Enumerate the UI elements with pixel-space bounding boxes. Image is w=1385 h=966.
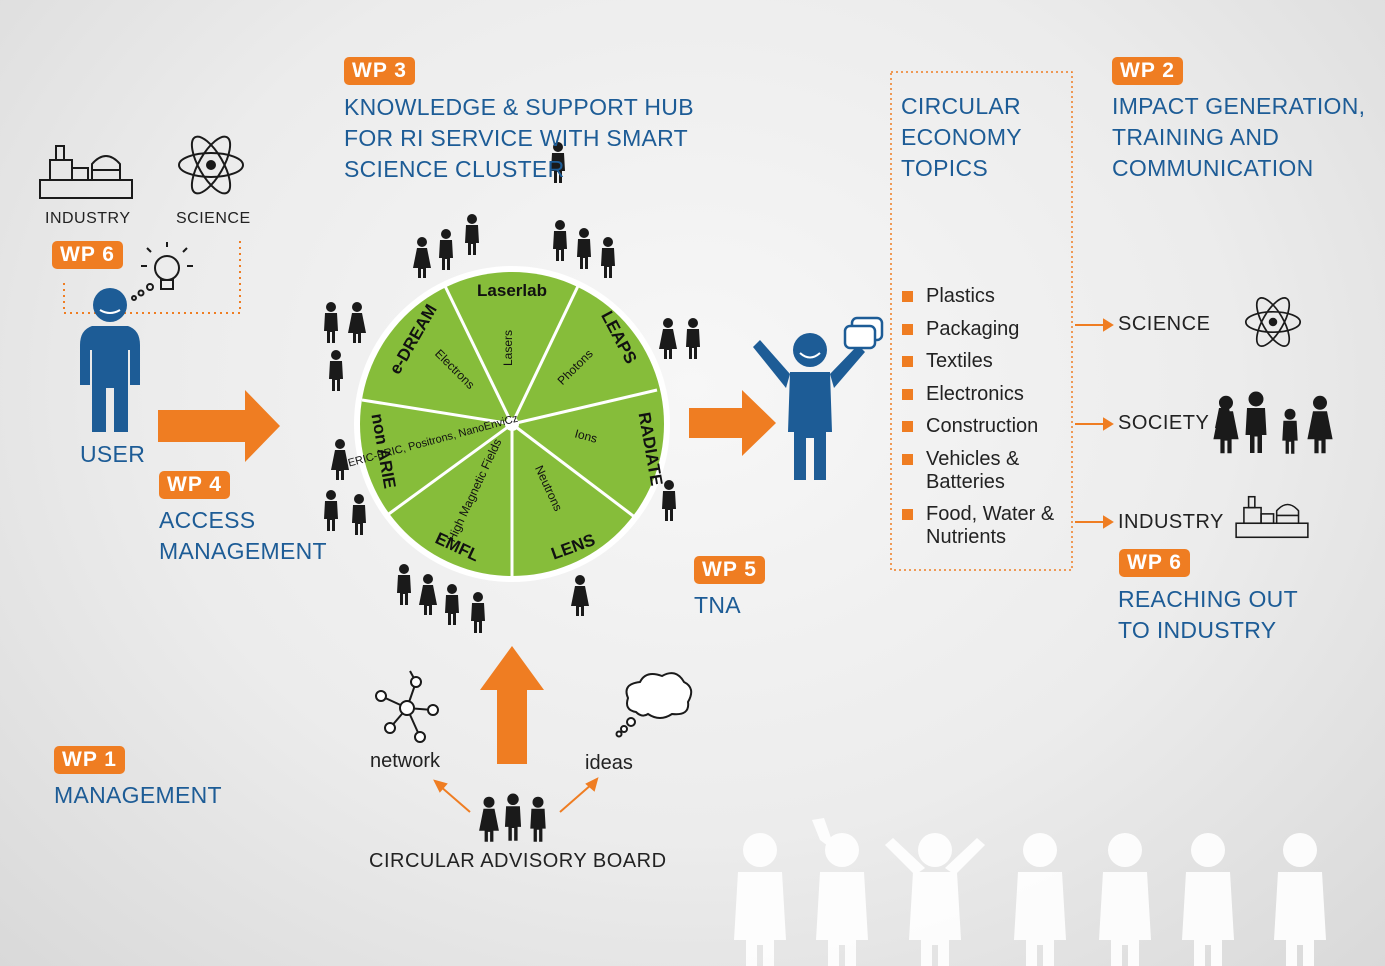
access-line-2: MANAGEMENT <box>159 538 327 564</box>
topic-item: Food, Water & Nutrients <box>902 503 1066 549</box>
wp3-title: KNOWLEDGE & SUPPORT HUB FOR RI SERVICE W… <box>344 92 704 185</box>
reaching-out-label: REACHING OUT TO INDUSTRY <box>1118 584 1298 646</box>
industry-label: INDUSTRY <box>45 210 131 227</box>
speech-bubbles-icon <box>843 316 884 350</box>
user-label: USER <box>80 441 146 467</box>
stakeholder-figure <box>753 333 865 480</box>
board-arrows <box>433 777 599 813</box>
wp2-line-1: IMPACT GENERATION, <box>1112 93 1366 119</box>
advisory-board-people <box>479 793 546 842</box>
wp3-line-2: FOR RI SERVICE WITH SMART <box>344 125 689 151</box>
circular-economy-box <box>890 71 1073 571</box>
wp2-badge: WP 2 <box>1112 57 1183 85</box>
tna-label: TNA <box>694 592 741 618</box>
topic-item: Textiles <box>902 350 1067 373</box>
light-bulb-icon <box>131 242 193 301</box>
output-arrows <box>1075 318 1114 529</box>
wp3-badge: WP 3 <box>344 57 415 85</box>
user-figure <box>80 288 140 432</box>
topic-item: Electronics <box>902 383 1067 406</box>
wp3-line-1: KNOWLEDGE & SUPPORT HUB <box>344 94 694 120</box>
wp5-badge: WP 5 <box>694 556 765 584</box>
arrow-hub-to-stakeholder <box>689 390 776 456</box>
factory-icon <box>39 145 133 199</box>
wp6-badge-right: WP 6 <box>1119 549 1190 577</box>
society-people-icon <box>1213 391 1333 454</box>
wp2-title: IMPACT GENERATION, TRAINING AND COMMUNIC… <box>1112 91 1365 184</box>
access-management-label: ACCESS MANAGEMENT <box>159 505 327 567</box>
topic-item: Plastics <box>902 285 1067 308</box>
circular-line-2: ECONOMY <box>901 124 1022 150</box>
management-label: MANAGEMENT <box>54 782 222 808</box>
thought-cloud-icon <box>615 672 693 738</box>
topic-item: Construction <box>902 415 1067 438</box>
output-science-label: SCIENCE <box>1118 313 1211 335</box>
topic-item: Vehicles & Batteries <box>902 448 1061 494</box>
network-label: network <box>370 750 441 772</box>
wp2-line-3: COMMUNICATION <box>1112 155 1314 181</box>
reaching-line-2: TO INDUSTRY <box>1118 617 1277 643</box>
wp4-badge: WP 4 <box>159 471 230 499</box>
network-icon <box>375 670 439 743</box>
access-line-1: ACCESS <box>159 507 256 533</box>
circular-line-3: TOPICS <box>901 155 989 181</box>
wheel-inner-ions: Ions <box>573 426 599 445</box>
circular-economy-title: CIRCULAR ECONOMY TOPICS <box>901 91 1022 184</box>
wp2-line-2: TRAINING AND <box>1112 124 1280 150</box>
advisory-board-label: CIRCULAR ADVISORY BOARD <box>369 850 667 872</box>
wp6-badge-left: WP 6 <box>52 241 123 269</box>
topic-item: Packaging <box>902 318 1067 341</box>
ideas-label: ideas <box>585 752 633 774</box>
science-atom-icon <box>1244 292 1302 352</box>
wp3-line-3: SCIENCE CLUSTER <box>344 156 565 182</box>
crowd-silhouettes <box>734 818 1326 966</box>
wp1-badge: WP 1 <box>54 746 125 774</box>
circular-line-1: CIRCULAR <box>901 93 1021 119</box>
arrow-board-to-hub <box>480 646 544 764</box>
topic-list: Plastics Packaging Textiles Electronics … <box>902 285 1067 559</box>
atom-icon <box>178 130 244 200</box>
wheel-outer-laserlab: Laserlab <box>477 281 547 300</box>
output-industry-label: INDUSTRY <box>1118 511 1224 533</box>
arrow-user-to-hub <box>158 390 280 462</box>
output-society-label: SOCIETY <box>1118 412 1210 434</box>
service-wheel <box>354 266 670 582</box>
wheel-inner-lasers: Lasers <box>501 330 515 366</box>
industry-factory-icon <box>1235 495 1309 539</box>
science-label: SCIENCE <box>176 210 251 227</box>
reaching-line-1: REACHING OUT <box>1118 586 1298 612</box>
